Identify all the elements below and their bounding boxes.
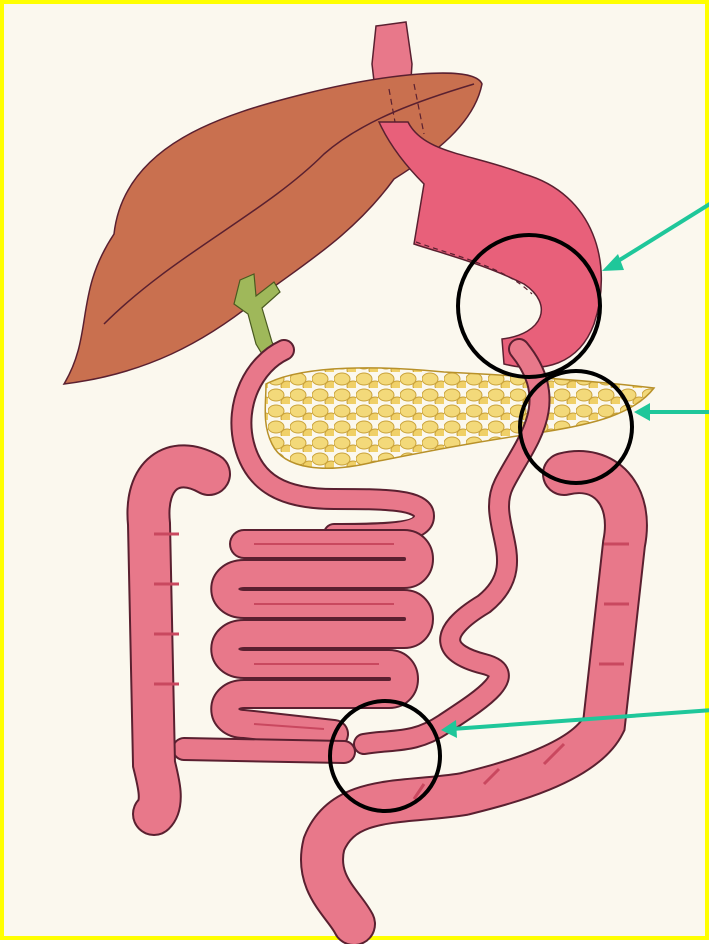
pancreas-pointer-arrow: [634, 403, 709, 421]
small-bowel-coils: [225, 544, 419, 734]
stomach-pointer-arrow: [602, 202, 709, 271]
digestive-tract-illustration: [4, 4, 709, 944]
